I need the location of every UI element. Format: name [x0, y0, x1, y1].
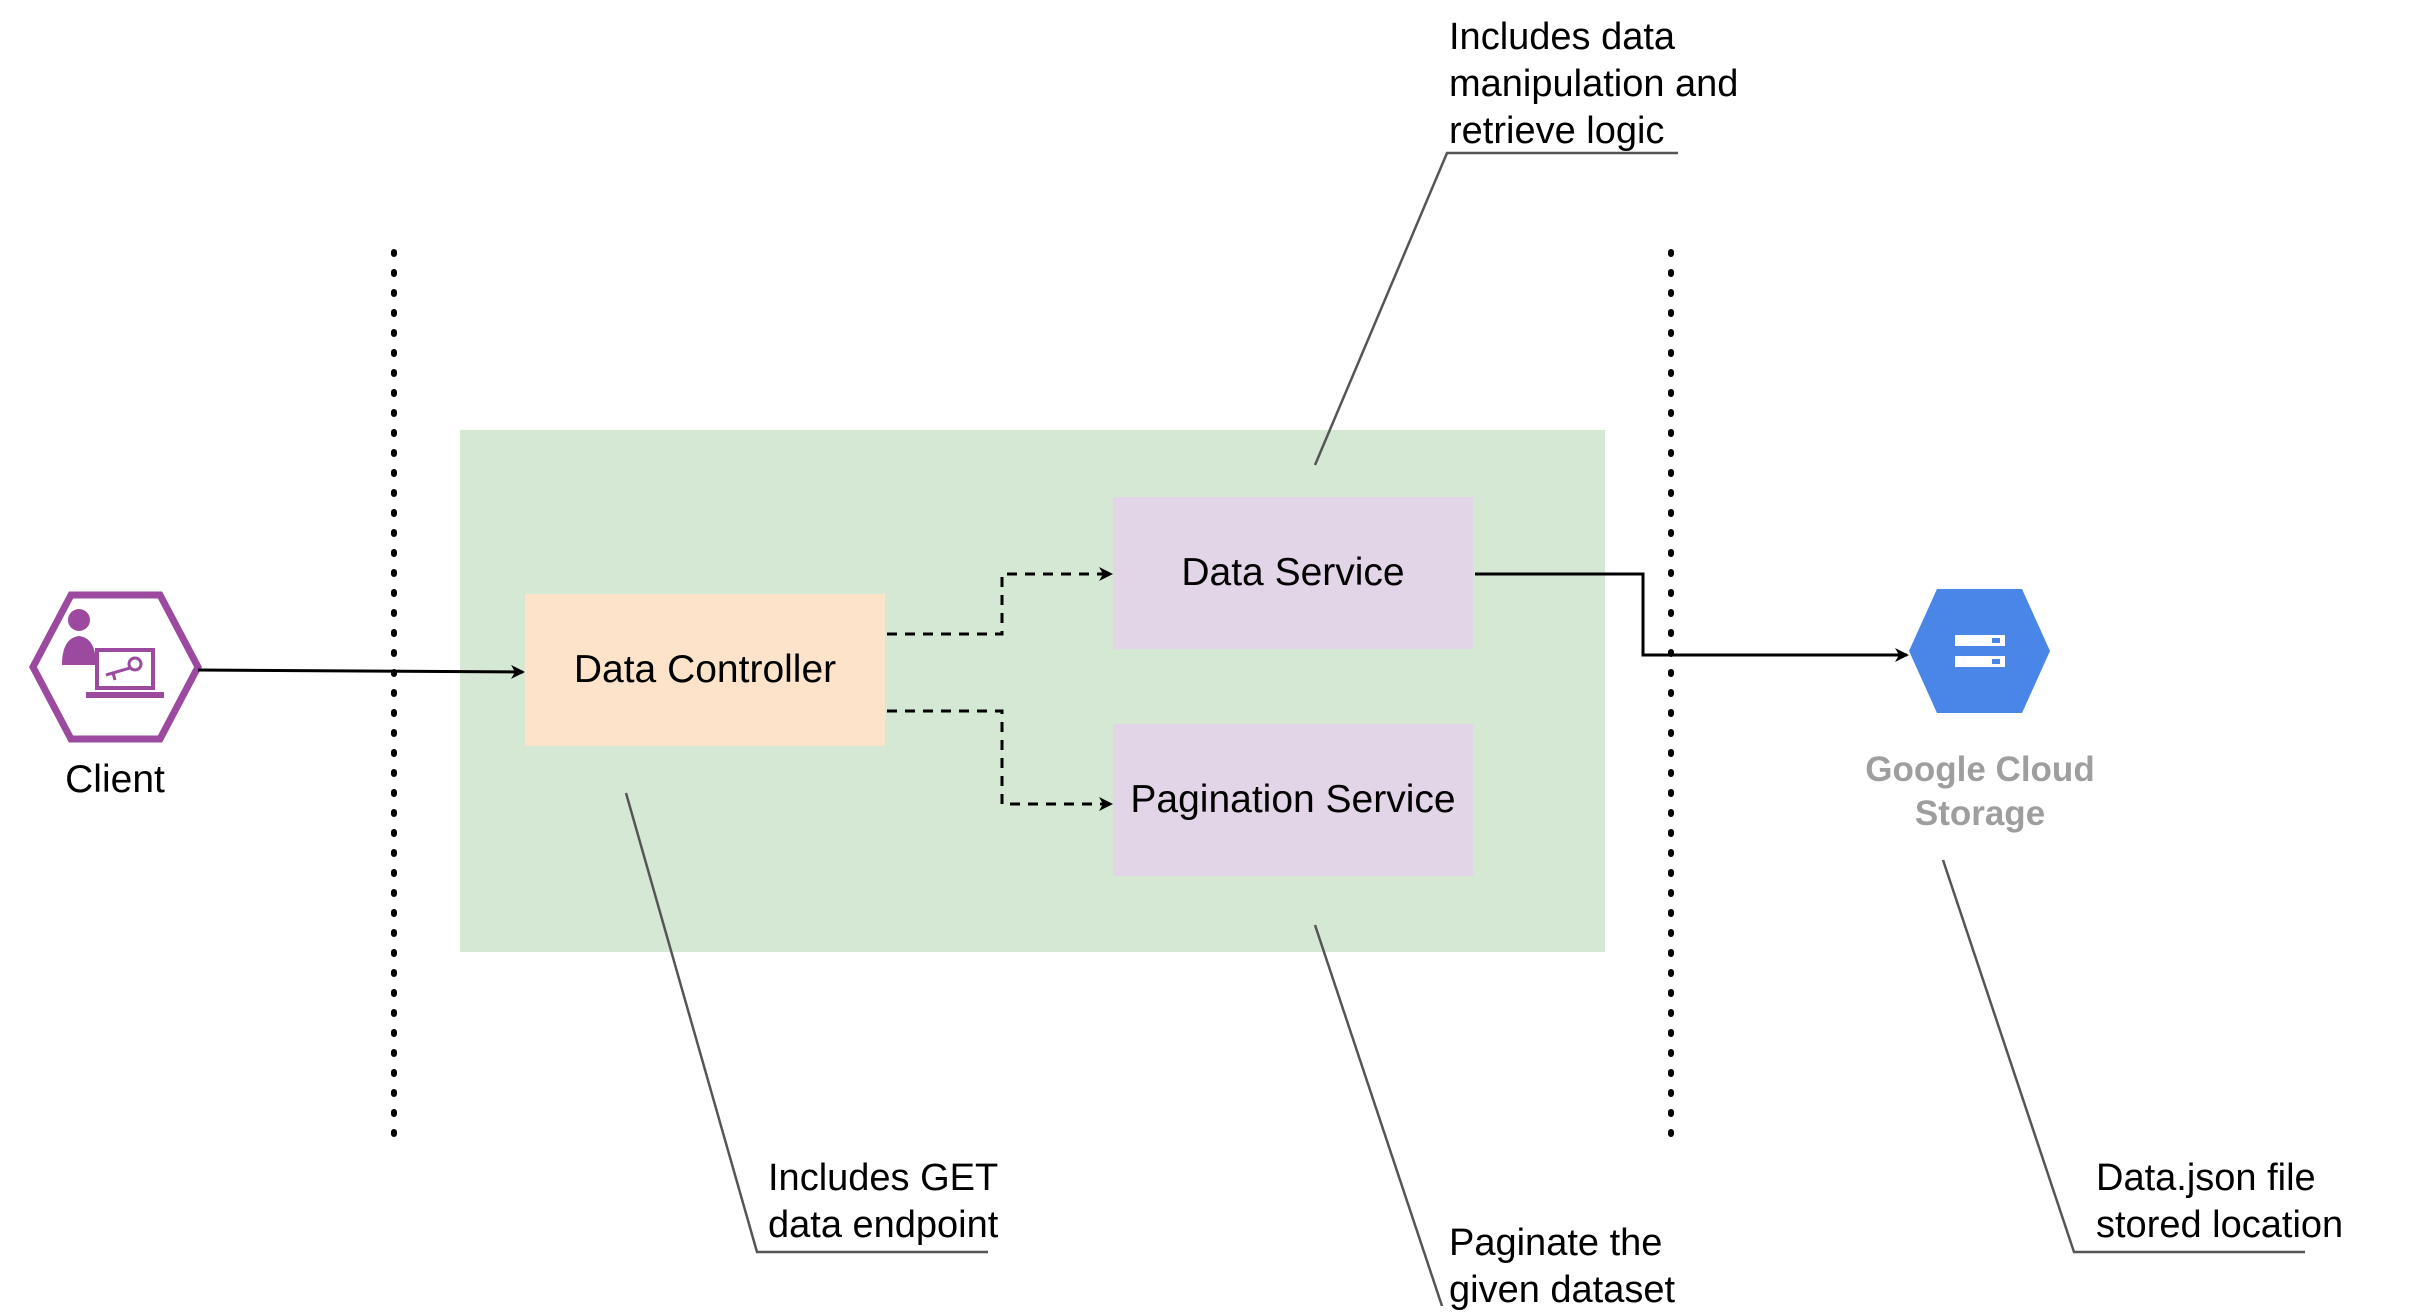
storage-note: Data.json file stored location: [2096, 1157, 2344, 1246]
data-service-to-storage-arrow: [1475, 572, 1909, 662]
data-service-note: Includes data manipulation and retrieve …: [1449, 16, 1739, 152]
controller-to-data-service-arrow: [887, 567, 1113, 636]
client-label: Client: [65, 758, 165, 801]
google-cloud-storage-icon: [1909, 589, 2050, 713]
pagination-service-label: Pagination Service: [1130, 778, 1456, 821]
data-controller-label: Data Controller: [573, 648, 837, 691]
data-service-label: Data Service: [1181, 551, 1405, 594]
data-service-note-callout: [1313, 151, 1678, 466]
client-to-controller-arrow: [197, 664, 525, 679]
pagination-note-callout: [1313, 924, 1444, 1306]
controller-to-pagination-service-arrow: [887, 709, 1113, 811]
data-controller-box: [525, 594, 885, 746]
storage-note-callout: [1941, 859, 2305, 1254]
pagination-service-box: [1113, 724, 1473, 876]
client-key-icon: [29, 591, 202, 743]
controller-note-callout: [624, 792, 988, 1254]
controller-note: Includes GET data endpoint: [768, 1157, 999, 1246]
pagination-note: Paginate the given dataset: [1449, 1222, 1676, 1311]
data-service-box: [1113, 497, 1473, 649]
google-cloud-storage-label: Google Cloud Storage: [1865, 750, 2095, 833]
